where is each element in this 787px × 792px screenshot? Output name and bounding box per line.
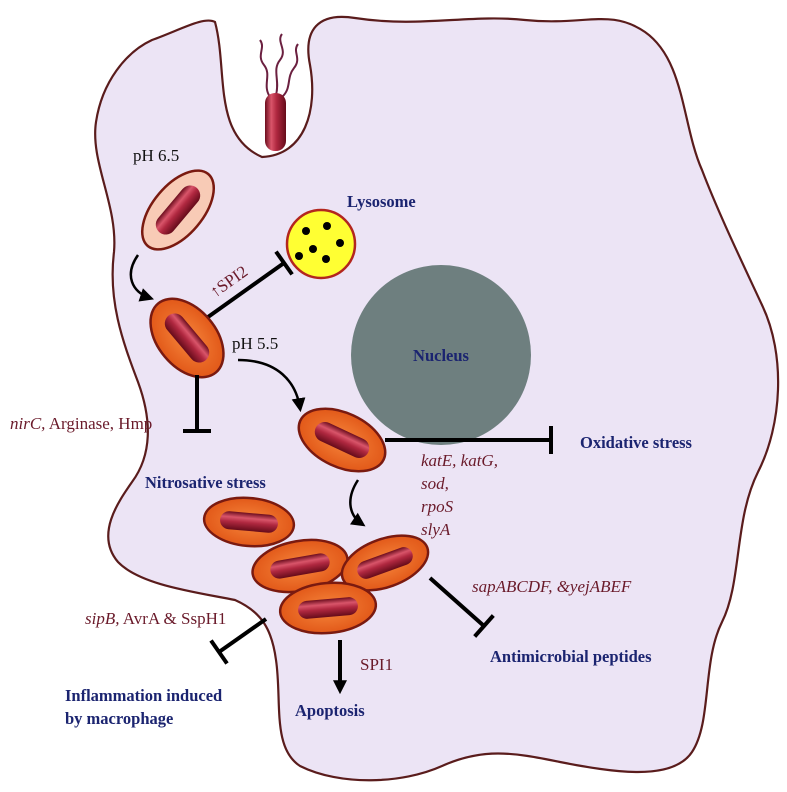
antimicrobial-inhibition: [428, 576, 495, 638]
lysosome-granule: [309, 245, 317, 253]
gene-line: katE, katG,: [421, 451, 498, 470]
nitrosative-stress-label: Nitrosative stress: [145, 473, 266, 492]
bacterium: [314, 421, 370, 459]
spi2-inhibition: [206, 250, 294, 319]
nitrosative-inhibition: [183, 375, 211, 433]
ph-early-label: pH 6.5: [133, 146, 179, 165]
oxidative-genes: katE, katG, sod, rpoS slyA: [421, 451, 498, 539]
bacterium: [270, 553, 330, 579]
arrow-progression: [237, 358, 306, 413]
bacterium: [220, 511, 278, 533]
arrow-replication: [349, 479, 366, 527]
lysosome-granule: [302, 227, 310, 235]
gene-line: sod,: [421, 474, 449, 493]
entering-bacterium: [259, 33, 299, 151]
oxidative-stress-label: Oxidative stress: [580, 433, 693, 452]
inhibition-bar: [209, 639, 229, 665]
lysosome-label: Lysosome: [347, 192, 416, 211]
inhibition-line: [217, 617, 268, 654]
vacuole-replicating: [202, 496, 296, 548]
vacuole-early: [140, 169, 216, 251]
antimicrobial-peptides-label: Antimicrobial peptides: [490, 647, 652, 666]
bacterium: [298, 597, 358, 619]
antimicrobial-genes: sapABCDF, &yejABEF: [472, 577, 632, 596]
lysosome-body: [285, 208, 357, 280]
vacuole-late: [149, 297, 225, 379]
inflammation-label-line2: by macrophage: [65, 709, 173, 728]
inhibition-line: [428, 576, 486, 628]
bacterium: [265, 93, 286, 151]
apoptosis-label: Apoptosis: [295, 701, 365, 720]
spi1-label: SPI1: [360, 655, 393, 674]
avra-ssph1-genes: AvrA & SspH1: [119, 609, 226, 628]
flagellum: [281, 43, 299, 98]
inflammation-inhibition: [209, 617, 268, 665]
arginase-hmp-genes: Arginase, Hmp: [45, 414, 152, 433]
vacuole-mid: [297, 407, 387, 473]
bacterium: [155, 185, 201, 235]
bacterium: [164, 313, 210, 363]
nirc-gene: nirC,: [10, 414, 45, 433]
inflammation-genes: sipB, AvrA & SspH1: [85, 609, 226, 628]
lysosome-granule: [323, 222, 331, 230]
lysosome: [285, 208, 357, 280]
vacuole-replicating: [340, 534, 430, 592]
ph-late-label: pH 5.5: [232, 334, 278, 353]
vacuole-replicating: [278, 581, 378, 635]
nucleus-label: Nucleus: [413, 346, 470, 365]
oxidative-inhibition: [385, 426, 553, 454]
lysosome-granule: [295, 252, 303, 260]
vacuole-replicating: [251, 538, 349, 594]
nitrosative-genes: nirC, Arginase, Hmp: [10, 414, 152, 433]
vacuole-cluster: [202, 496, 430, 635]
flagellum: [259, 39, 271, 98]
arrow-maturation: [129, 254, 154, 302]
gene-line: slyA: [421, 520, 451, 539]
lysosome-granule: [336, 239, 344, 247]
inflammation-label-line1: Inflammation induced: [65, 686, 222, 705]
flagellum: [275, 33, 284, 96]
bacterium: [357, 547, 413, 579]
lysosome-granule: [322, 255, 330, 263]
nucleus: [351, 265, 531, 445]
sipb-gene: sipB,: [85, 609, 119, 628]
inhibition-bar: [473, 614, 495, 638]
inhibition-line: [206, 261, 286, 319]
gene-line: rpoS: [421, 497, 454, 516]
inhibition-bar: [274, 250, 294, 276]
